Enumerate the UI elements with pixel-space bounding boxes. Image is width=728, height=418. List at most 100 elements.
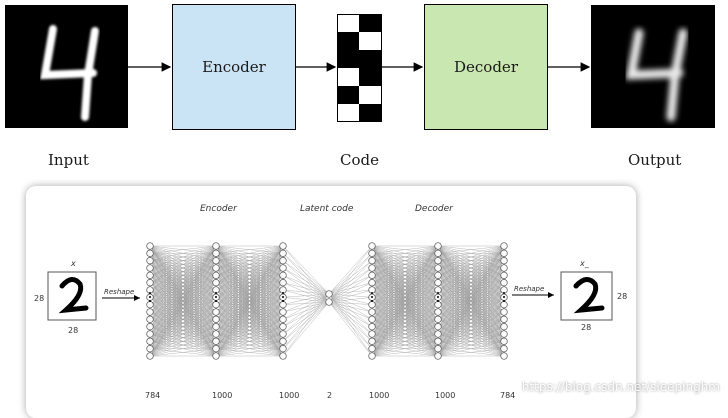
network-node <box>212 330 220 338</box>
network-node <box>434 345 442 353</box>
network-edge <box>437 267 505 357</box>
network-edge <box>282 297 330 303</box>
network-edge <box>371 282 439 357</box>
network-edge <box>282 293 330 305</box>
network-edge <box>328 293 373 357</box>
network-edge <box>328 301 373 305</box>
network-edge <box>282 253 330 295</box>
network-node <box>500 337 508 345</box>
network-node <box>325 298 333 306</box>
network-edge <box>149 245 217 305</box>
network-node <box>279 308 287 316</box>
network-node <box>368 345 376 353</box>
network-edge <box>282 301 330 320</box>
network-edge <box>437 245 505 291</box>
network-node <box>434 279 442 287</box>
network-edge <box>328 253 373 295</box>
network-edge <box>328 282 373 295</box>
network-diagram-panel: Encoder Latent code Decoder Reshape Resh… <box>26 186 636 418</box>
network-edge <box>149 245 217 320</box>
network-node <box>500 257 508 265</box>
network-edge <box>328 260 373 295</box>
network-edge <box>282 282 330 303</box>
ellipsis-dot <box>371 296 373 298</box>
network-edge <box>437 245 505 357</box>
network-edge <box>328 301 373 327</box>
network-edge <box>437 245 505 261</box>
network-edge <box>371 267 439 357</box>
network-edge <box>328 289 373 303</box>
network-edge <box>149 245 217 298</box>
network-node <box>500 271 508 279</box>
code-grid <box>337 14 382 122</box>
network-node <box>368 279 376 287</box>
network-edge <box>149 245 217 254</box>
network-edge <box>282 293 330 320</box>
encoder-label: Encoder <box>202 58 266 76</box>
network-edge <box>282 301 330 327</box>
network-edge <box>328 253 373 303</box>
network-edge <box>149 260 217 357</box>
network-edge <box>282 301 330 335</box>
network-edge <box>215 311 284 357</box>
network-edge <box>215 245 284 335</box>
network-node <box>500 345 508 353</box>
network-edge <box>215 326 284 357</box>
network-node <box>212 323 220 331</box>
network-edge <box>371 253 439 357</box>
network-edge <box>437 245 505 254</box>
network-edge <box>282 293 330 349</box>
network-node <box>500 301 508 309</box>
network-edge <box>215 304 284 357</box>
network-edge <box>215 341 284 357</box>
network-edge <box>282 260 330 295</box>
latent-code-title: Latent code <box>300 204 354 214</box>
network-edge <box>215 267 284 357</box>
network-edge <box>371 326 439 357</box>
network-edge <box>215 245 284 342</box>
network-edge <box>215 282 284 357</box>
network-node <box>146 271 154 279</box>
network-edge <box>149 333 217 357</box>
network-edge <box>215 348 284 357</box>
ellipsis-dot <box>437 292 439 294</box>
network-edge <box>437 319 505 357</box>
ellipsis-dot <box>282 292 284 294</box>
network-edge <box>328 245 373 303</box>
network-edge <box>149 297 217 357</box>
network-edge <box>437 245 505 276</box>
network-node <box>212 257 220 265</box>
network-node <box>368 264 376 272</box>
network-edge <box>328 301 373 342</box>
layer-size-3: 2 <box>327 391 333 400</box>
network-edge <box>282 301 330 349</box>
network-node <box>279 352 287 360</box>
network-node <box>212 264 220 272</box>
network-node <box>212 271 220 279</box>
network-edge <box>328 282 373 303</box>
network-edge <box>149 348 217 357</box>
network-edge <box>282 275 330 295</box>
network-node <box>212 315 220 323</box>
network-edge <box>437 245 505 320</box>
network-edge <box>149 245 217 269</box>
network-edge <box>371 245 439 335</box>
network-edge <box>371 245 439 298</box>
network-edge <box>282 253 330 303</box>
network-edge <box>215 245 284 305</box>
ellipsis-dot <box>149 300 151 302</box>
network-edge <box>149 289 217 357</box>
ellipsis-dot <box>282 300 284 302</box>
network-edge <box>371 260 439 357</box>
layer-size-6: 784 <box>500 391 516 400</box>
network-edge <box>215 245 284 357</box>
network-edge <box>282 289 330 295</box>
network-edge <box>282 275 330 303</box>
decoder-title: Decoder <box>415 204 453 214</box>
ellipsis-dot <box>437 296 439 298</box>
network-node <box>434 352 442 360</box>
output-caption: Output <box>628 151 682 169</box>
network-node <box>434 249 442 257</box>
network-edge <box>328 293 373 327</box>
network-node <box>368 271 376 279</box>
